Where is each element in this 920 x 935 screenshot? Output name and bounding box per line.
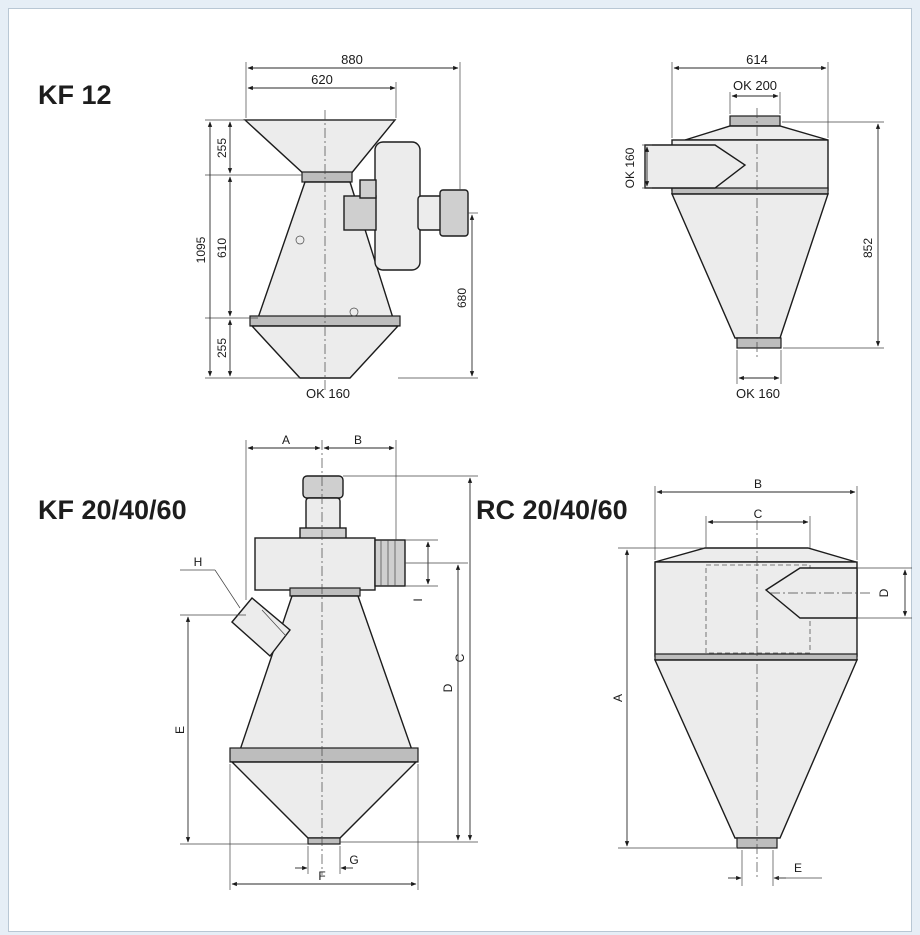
- kf-large-label-c: C: [453, 653, 467, 662]
- kf12-dim-880: 880: [341, 52, 363, 67]
- rc-large-label-e: E: [794, 861, 802, 875]
- title-kf12: KF 12: [38, 80, 112, 110]
- rc-large-label-c: C: [754, 507, 763, 521]
- kf-large-label-e: E: [173, 726, 187, 734]
- title-kf-20-40-60: KF 20/40/60: [38, 495, 187, 525]
- kf-large-label-i: I: [411, 598, 425, 601]
- kf-large-label-g: G: [349, 853, 358, 867]
- kf-large-label-f: F: [318, 869, 325, 883]
- title-rc-20-40-60: RC 20/40/60: [476, 495, 628, 525]
- rc-large-label-d: D: [877, 588, 891, 597]
- kf12-dim-680: 680: [455, 288, 469, 308]
- kf12-front-dim-852: 852: [861, 238, 875, 258]
- kf12-front-top-outlet: OK 200: [733, 78, 777, 93]
- rc-large-label-a: A: [611, 694, 625, 702]
- kf12-front-bottom-outlet: OK 160: [736, 386, 780, 401]
- kf-large-label-b: B: [354, 433, 362, 447]
- kf12-front-dim-614: 614: [746, 52, 768, 67]
- kf-large-view: A B H E I D C F G: [173, 433, 478, 890]
- kf12-dim-255-top: 255: [215, 138, 229, 158]
- kf12-side-view: 880 620 255 610 255 1095 680 OK 160: [194, 52, 478, 401]
- kf-large-label-a: A: [282, 433, 290, 447]
- kf-large-label-h: H: [194, 555, 203, 569]
- kf12-dim-255-bottom: 255: [215, 338, 229, 358]
- kf12-outlet-label: OK 160: [306, 386, 350, 401]
- rc-large-view: B C D A E: [611, 477, 912, 886]
- kf12-dim-610: 610: [215, 238, 229, 258]
- kf12-front-inlet-label: OK 160: [623, 147, 637, 188]
- kf12-front-view: 614 OK 200 OK 160 852 OK 160: [623, 52, 884, 401]
- rc-large-label-b: B: [754, 477, 762, 491]
- kf12-dim-620: 620: [311, 72, 333, 87]
- kf12-dim-1095: 1095: [194, 236, 208, 263]
- kf-large-label-d: D: [441, 683, 455, 692]
